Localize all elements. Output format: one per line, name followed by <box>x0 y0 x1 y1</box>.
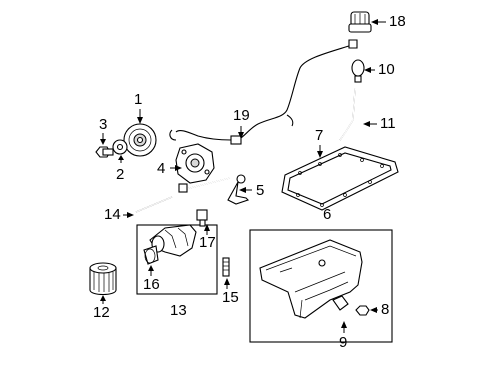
callout-8: 8 <box>381 301 390 318</box>
callout-2: 2 <box>116 166 125 183</box>
callout-3: 3 <box>99 116 108 133</box>
callout-9: 9 <box>339 334 348 351</box>
callout-11: 11 <box>380 115 396 132</box>
part-1-crank-pulley <box>123 109 157 157</box>
callout-19: 19 <box>233 107 250 124</box>
group-6-oil-pan-box <box>249 229 393 343</box>
part-18-oil-filler-cap <box>348 11 386 33</box>
callout-10: 10 <box>378 61 395 78</box>
callout-15: 15 <box>222 289 239 306</box>
part-15-stud <box>222 257 230 289</box>
part-4-oil-pump <box>169 129 215 184</box>
callout-18: 18 <box>389 13 406 30</box>
callout-17: 17 <box>199 234 216 251</box>
group-13-filter-adapter-box <box>136 209 218 295</box>
callout-6: 6 <box>323 206 332 223</box>
callout-12: 12 <box>93 304 110 321</box>
part-19-sensor-harness <box>175 39 358 145</box>
part-12-oil-filter <box>89 262 117 304</box>
callout-4: 4 <box>157 160 166 177</box>
callout-14: 14 <box>104 206 121 223</box>
callout-5: 5 <box>256 182 265 199</box>
part-10-dipstick-handle <box>351 59 375 83</box>
part-3-bolt <box>95 133 114 158</box>
callout-7: 7 <box>315 127 324 144</box>
part-2-washer <box>112 139 128 163</box>
callout-16: 16 <box>143 276 160 293</box>
callout-13: 13 <box>170 302 187 319</box>
part-7-pan-gasket <box>281 145 399 211</box>
callout-1: 1 <box>134 91 143 108</box>
part-14-gasket-strip <box>123 196 173 218</box>
part-11-dipstick-tube <box>339 87 377 141</box>
part-5-pickup-tube <box>178 174 252 205</box>
